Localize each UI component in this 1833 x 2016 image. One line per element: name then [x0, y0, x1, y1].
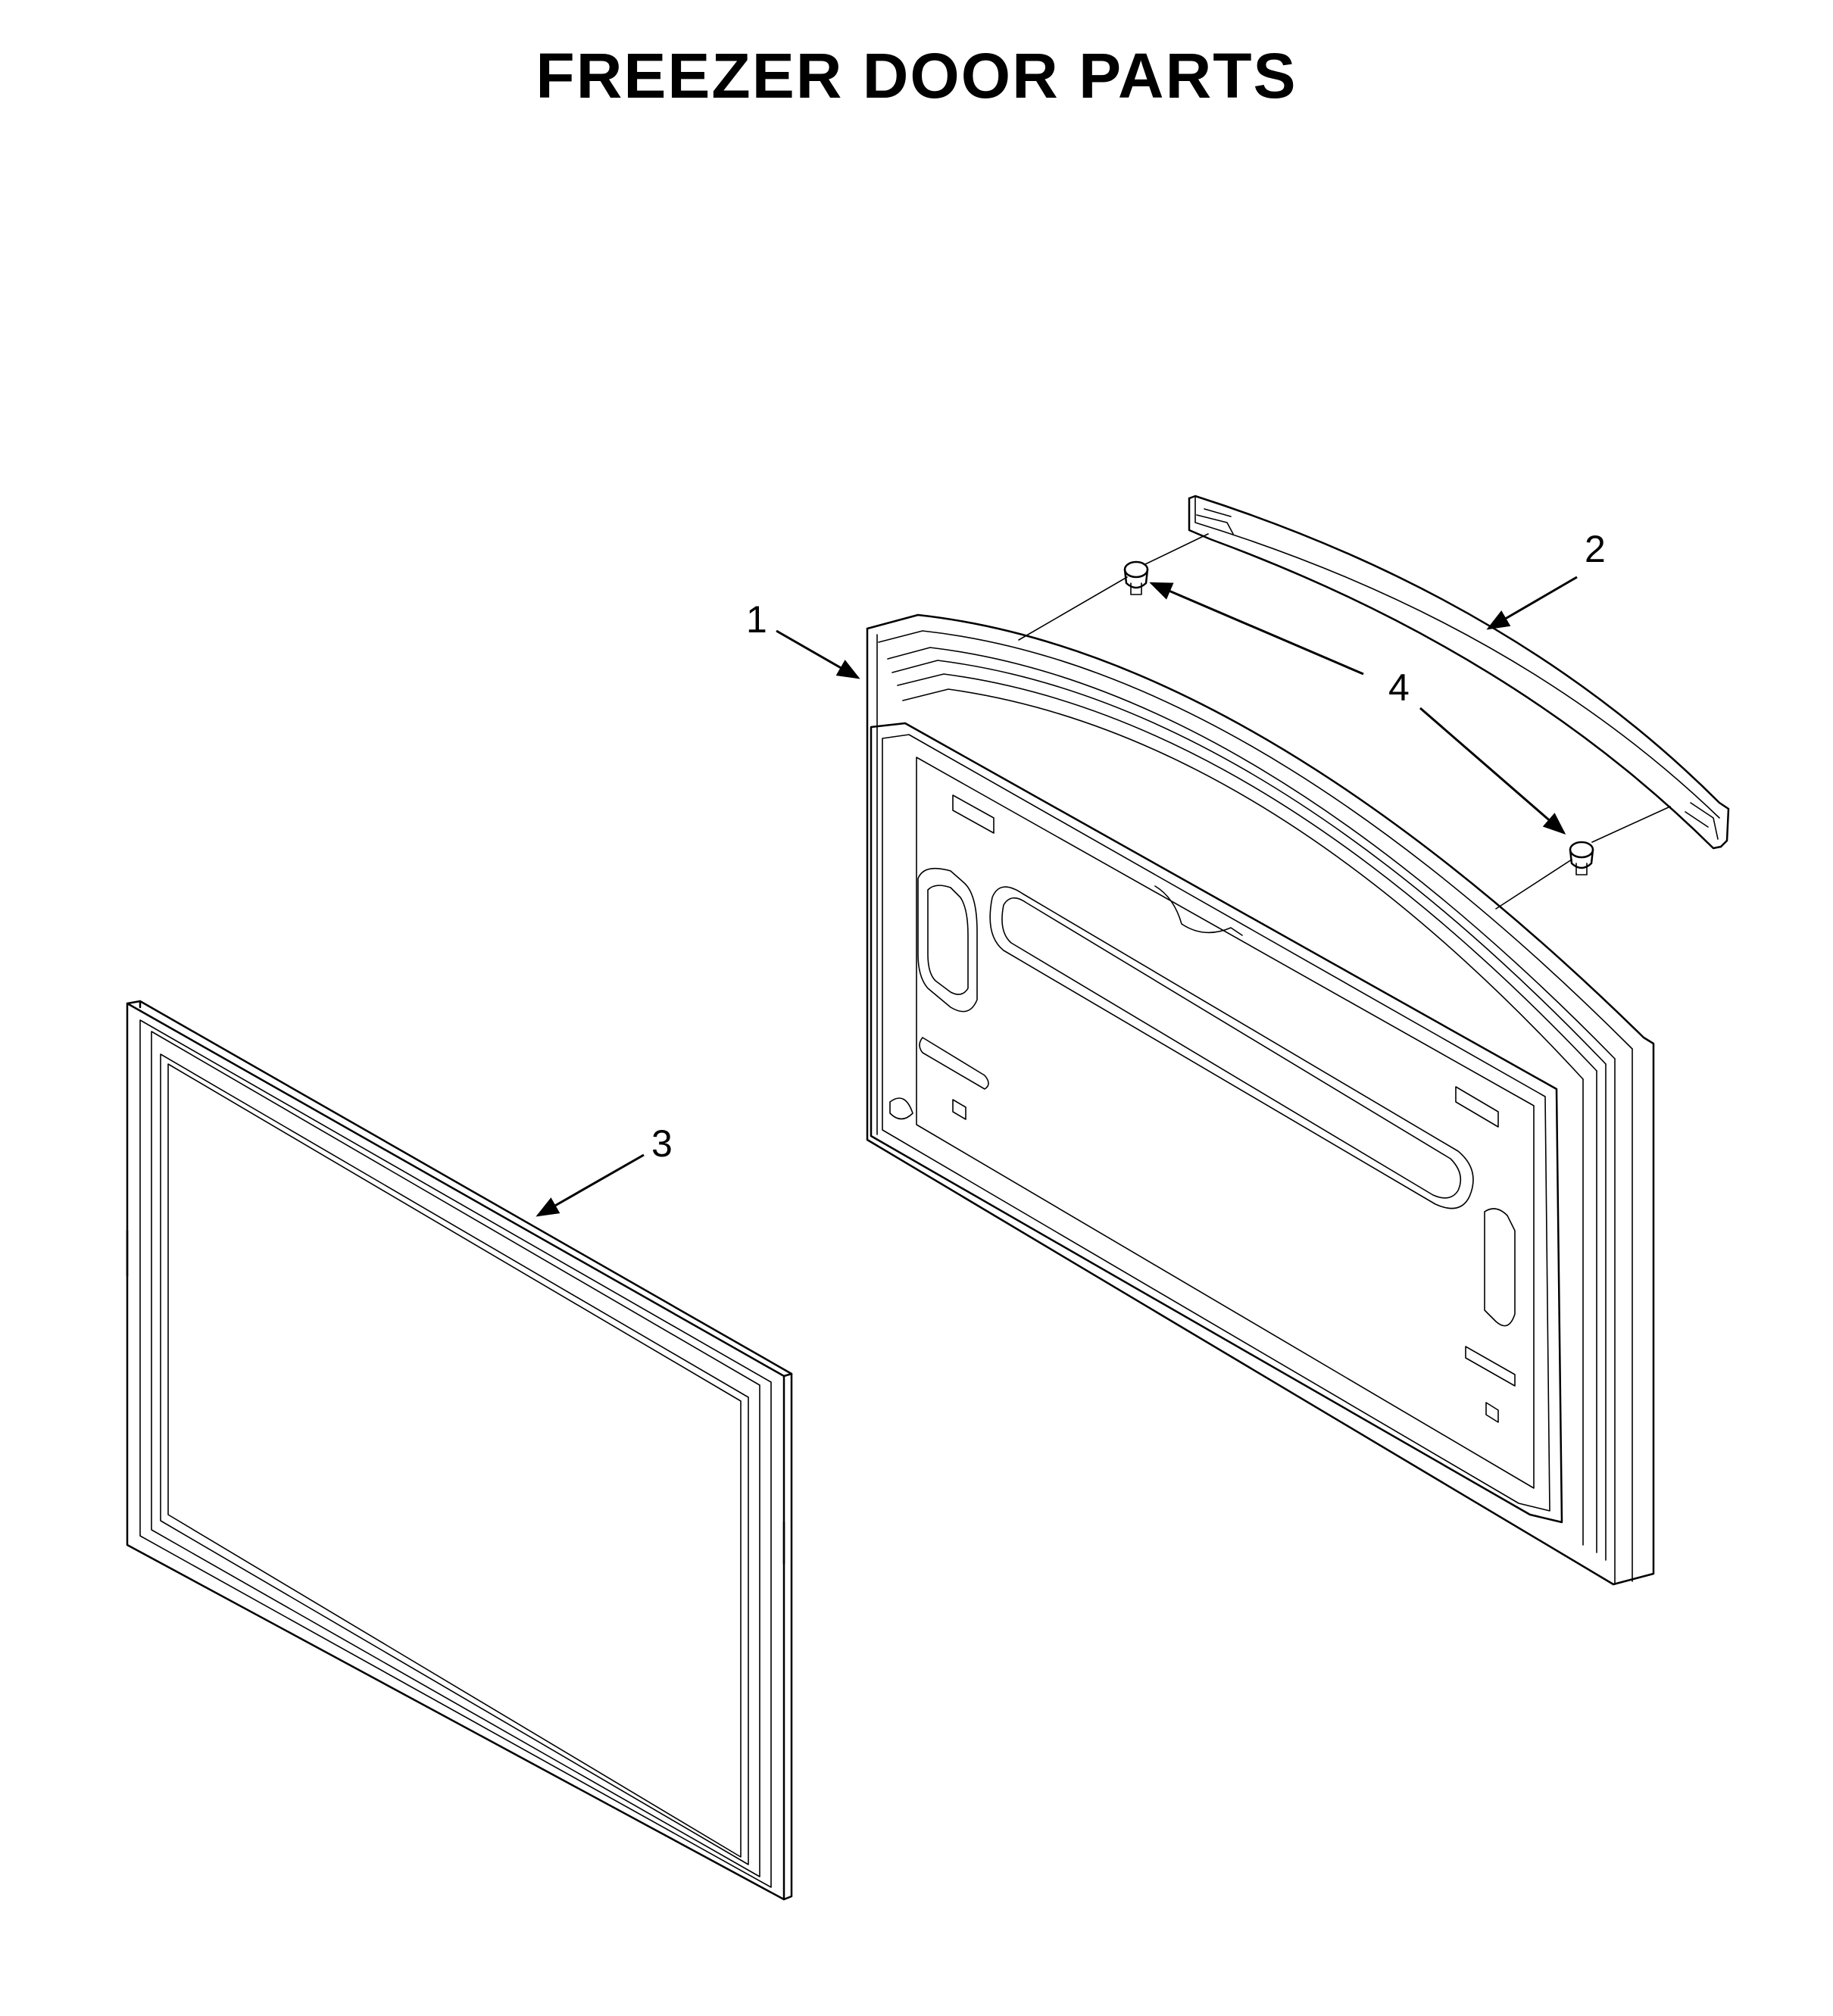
- page-title: FREEZER DOOR PARTS: [536, 40, 1297, 111]
- leader-arrow-2: [1486, 576, 1578, 630]
- callout-part-1: 1: [746, 598, 767, 641]
- callout-part-3: 3: [651, 1122, 673, 1165]
- door-assembly-icon: [866, 613, 1655, 1586]
- alignment-lines: [1018, 533, 1671, 910]
- leader-arrow-4a: [1149, 582, 1364, 676]
- leader-lines: [536, 576, 1578, 1217]
- leader-arrow-4b: [1419, 707, 1566, 835]
- leader-arrow-1: [776, 629, 860, 679]
- callout-part-2: 2: [1585, 528, 1606, 570]
- handle-mounting-stud-icon: [1123, 560, 1594, 875]
- door-handle-icon: [1188, 495, 1730, 850]
- leader-arrow-3: [536, 1153, 645, 1217]
- callout-part-4: 4: [1388, 666, 1410, 709]
- door-gasket-icon: [126, 1000, 793, 1901]
